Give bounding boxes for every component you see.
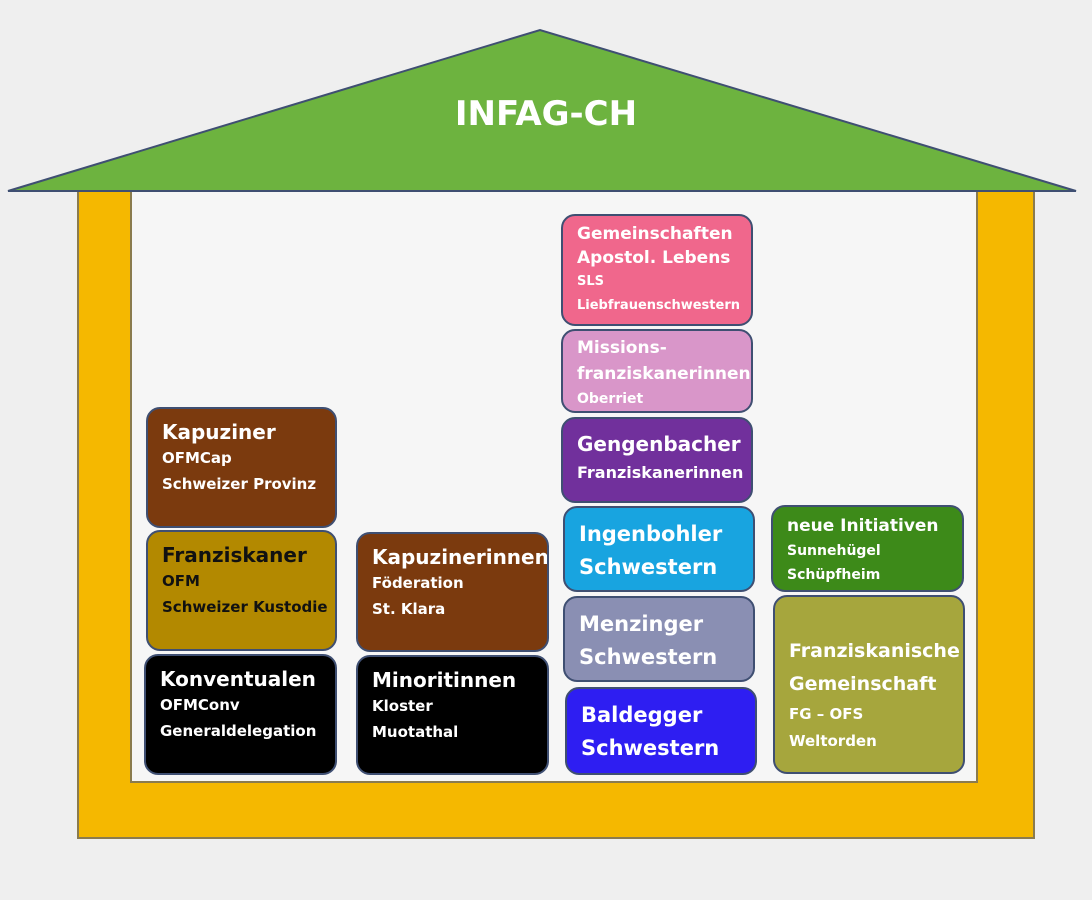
org-gemeinschaften-line-2: SLS	[577, 274, 605, 289]
org-franziskaner-line-2: Schweizer Kustodie	[162, 598, 328, 616]
org-baldegger-line-1: Schwestern	[581, 736, 720, 760]
org-franziskanische-line-1: Gemeinschaft	[789, 673, 937, 695]
org-minoritinnen: Minoritinnen Kloster Muotathal	[356, 655, 549, 775]
org-kapuziner-title: Kapuziner	[162, 420, 276, 444]
org-neue-initiativen-title: neue Initiativen	[787, 516, 939, 536]
org-ingenbohler-line-1: Schwestern	[579, 555, 718, 579]
org-konventualen-title: Konventualen	[160, 667, 316, 691]
org-minoritinnen-line-1: Kloster	[372, 697, 433, 715]
org-franziskaner-title: Franziskaner	[162, 543, 307, 567]
org-gengenbacher-line-1: Franziskanerinnen	[577, 463, 744, 482]
org-gengenbacher-title: Gengenbacher	[577, 432, 741, 456]
org-missions-title: Missions-	[577, 338, 667, 358]
org-kapuziner: Kapuziner OFMCap Schweizer Provinz	[146, 407, 337, 528]
org-neue-initiativen: neue Initiativen Sunnehügel Schüpfheim	[771, 505, 964, 592]
house-title: INFAG-CH	[454, 94, 638, 134]
org-missionsfranziskanerinnen: Missions- franziskanerinnen Oberriet	[561, 329, 753, 413]
org-franziskanische-gemeinschaft: Franziskanische Gemeinschaft FG – OFS We…	[773, 595, 965, 774]
org-konventualen-line-2: Generaldelegation	[160, 722, 317, 740]
org-franziskaner: Franziskaner OFM Schweizer Kustodie	[146, 530, 337, 651]
org-kapuzinerinnen: Kapuzinerinnen Föderation St. Klara	[356, 532, 549, 652]
org-ingenbohler: Ingenbohler Schwestern	[563, 506, 755, 592]
org-kapuzinerinnen-title: Kapuzinerinnen	[372, 545, 549, 569]
org-missions-line-2: Oberriet	[577, 391, 644, 407]
org-gemeinschaften-line-1: Apostol. Lebens	[577, 248, 731, 268]
org-kapuziner-line-1: OFMCap	[162, 449, 232, 467]
org-baldegger: Baldegger Schwestern	[565, 687, 757, 775]
org-konventualen: Konventualen OFMConv Generaldelegation	[144, 654, 337, 775]
org-kapuziner-line-2: Schweizer Provinz	[162, 475, 317, 493]
org-gemeinschaften-apostol-lebens: Gemeinschaften Apostol. Lebens SLS Liebf…	[561, 214, 753, 326]
org-neue-initiativen-line-2: Schüpfheim	[787, 567, 881, 583]
org-minoritinnen-line-2: Muotathal	[372, 723, 459, 741]
org-menzinger: Menzinger Schwestern	[563, 596, 755, 682]
org-missions-line-1: franziskanerinnen	[577, 364, 751, 384]
org-gemeinschaften-title: Gemeinschaften	[577, 224, 733, 244]
org-kapuzinerinnen-line-2: St. Klara	[372, 600, 446, 618]
org-menzinger-line-1: Schwestern	[579, 645, 718, 669]
org-neue-initiativen-line-1: Sunnehügel	[787, 543, 881, 559]
org-franziskanische-line-2: FG – OFS	[789, 705, 864, 723]
org-konventualen-line-1: OFMConv	[160, 696, 240, 714]
org-menzinger-title: Menzinger	[579, 612, 704, 636]
org-minoritinnen-title: Minoritinnen	[372, 668, 517, 692]
org-franziskanische-line-3: Weltorden	[789, 732, 877, 750]
org-ingenbohler-title: Ingenbohler	[579, 522, 723, 546]
org-baldegger-title: Baldegger	[581, 703, 703, 727]
org-franziskaner-line-1: OFM	[162, 572, 200, 590]
org-kapuzinerinnen-line-1: Föderation	[372, 574, 464, 592]
org-gengenbacher: Gengenbacher Franziskanerinnen	[561, 417, 753, 503]
house-roof	[7, 28, 1077, 192]
org-gemeinschaften-line-3: Liebfrauenschwestern	[577, 298, 740, 313]
org-franziskanische-title: Franziskanische	[789, 640, 960, 662]
